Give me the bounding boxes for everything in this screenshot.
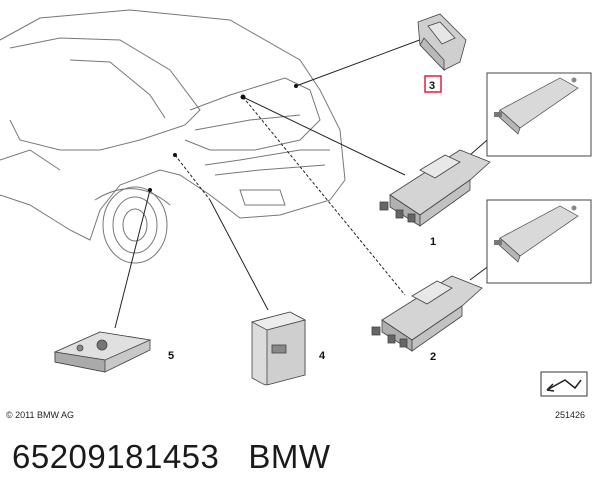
arrow-box-icon <box>540 371 588 397</box>
part-5-module <box>53 331 152 373</box>
leader-lines <box>114 37 511 329</box>
callout-3: 3 <box>429 80 435 92</box>
part-number: 65209181453 <box>12 438 220 475</box>
leader-dots <box>148 84 298 192</box>
callout-4: 4 <box>319 350 326 362</box>
detail-box-1 <box>486 72 592 157</box>
part-caption: 65209181453 BMW <box>12 438 331 476</box>
brand-name: BMW <box>248 438 331 475</box>
part-3-module <box>417 13 467 71</box>
car-outline <box>0 9 346 264</box>
part-1-amplifier <box>379 149 491 227</box>
part-2-amplifier <box>371 275 483 352</box>
callout-1: 1 <box>430 236 436 248</box>
detail-box-2 <box>486 199 592 284</box>
diagram-number: 251426 <box>555 410 585 420</box>
parts-diagram: 3 1 2 <box>0 9 592 420</box>
callout-5: 5 <box>168 350 174 362</box>
copyright-text: © 2011 BMW AG <box>6 410 74 420</box>
part-4-control-unit <box>250 311 307 386</box>
callout-3-highlight-box <box>424 75 442 93</box>
callout-2: 2 <box>430 351 436 363</box>
